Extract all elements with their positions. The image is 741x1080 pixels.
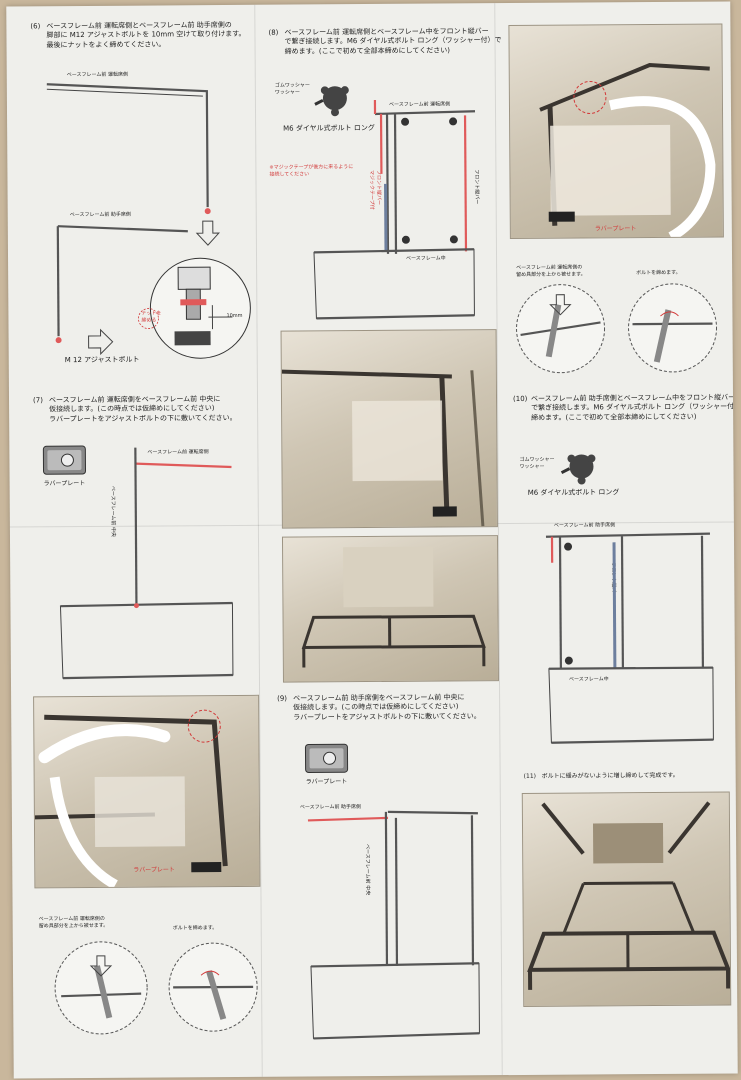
column-right: ラバープレート ベースフレーム前 運転席側の 留め具部分を上から被せます。 ボル… xyxy=(494,1,738,1075)
step8-car-photo-1 xyxy=(280,329,498,529)
step8-car-photo-2 xyxy=(281,535,499,683)
step8-dial-bolt-icon xyxy=(314,86,349,117)
step7-rubber-plate-icon xyxy=(42,445,87,475)
step11-final-photo xyxy=(521,791,732,1007)
step8-photo1-frame-overlay xyxy=(281,369,485,527)
step10-dial-bolt-icon xyxy=(560,454,596,485)
step11-text: ボルトに緩みがないように増し締めして完成です。 xyxy=(541,771,679,780)
step10-base-mid: ベースフレーム中 xyxy=(568,676,609,683)
step7-detail-circles xyxy=(54,941,258,1035)
column-middle: (8) ベースフレーム前 運転席側とベースフレーム中をフロント縦バー で繋ぎ接続… xyxy=(254,3,502,1077)
step9-frame-diagram xyxy=(307,810,480,1040)
step10-frame-diagram xyxy=(545,532,714,744)
step7-car-photo: ラバープレート xyxy=(33,694,261,889)
step7-photo-frame-overlay xyxy=(34,709,228,889)
step11-number: (11) xyxy=(523,772,537,780)
instruction-sheet: (6) ベースフレーム前 運転席側とベースフレーム前 助手席側の 脚部に M12… xyxy=(6,1,738,1079)
step11-photo-frame-overlay xyxy=(527,801,731,990)
step9-photo-frame-overlay xyxy=(539,63,716,240)
step9-label-center: ベースフレーム前 中央 xyxy=(364,844,371,896)
step8-photo2-frame-overlay xyxy=(301,546,486,668)
step9-detail-circles xyxy=(516,283,718,374)
step8-frame-diagram xyxy=(313,99,476,320)
step9-rubber-plate-icon xyxy=(304,743,349,773)
column-left: (6) ベースフレーム前 運転席側とベースフレーム前 助手席側の 脚部に M12… xyxy=(6,5,261,1079)
step9-car-photo: ラバープレート xyxy=(508,23,724,240)
step7-frame-diagram xyxy=(59,447,234,680)
step6-driver-frame-diagram xyxy=(46,83,251,359)
